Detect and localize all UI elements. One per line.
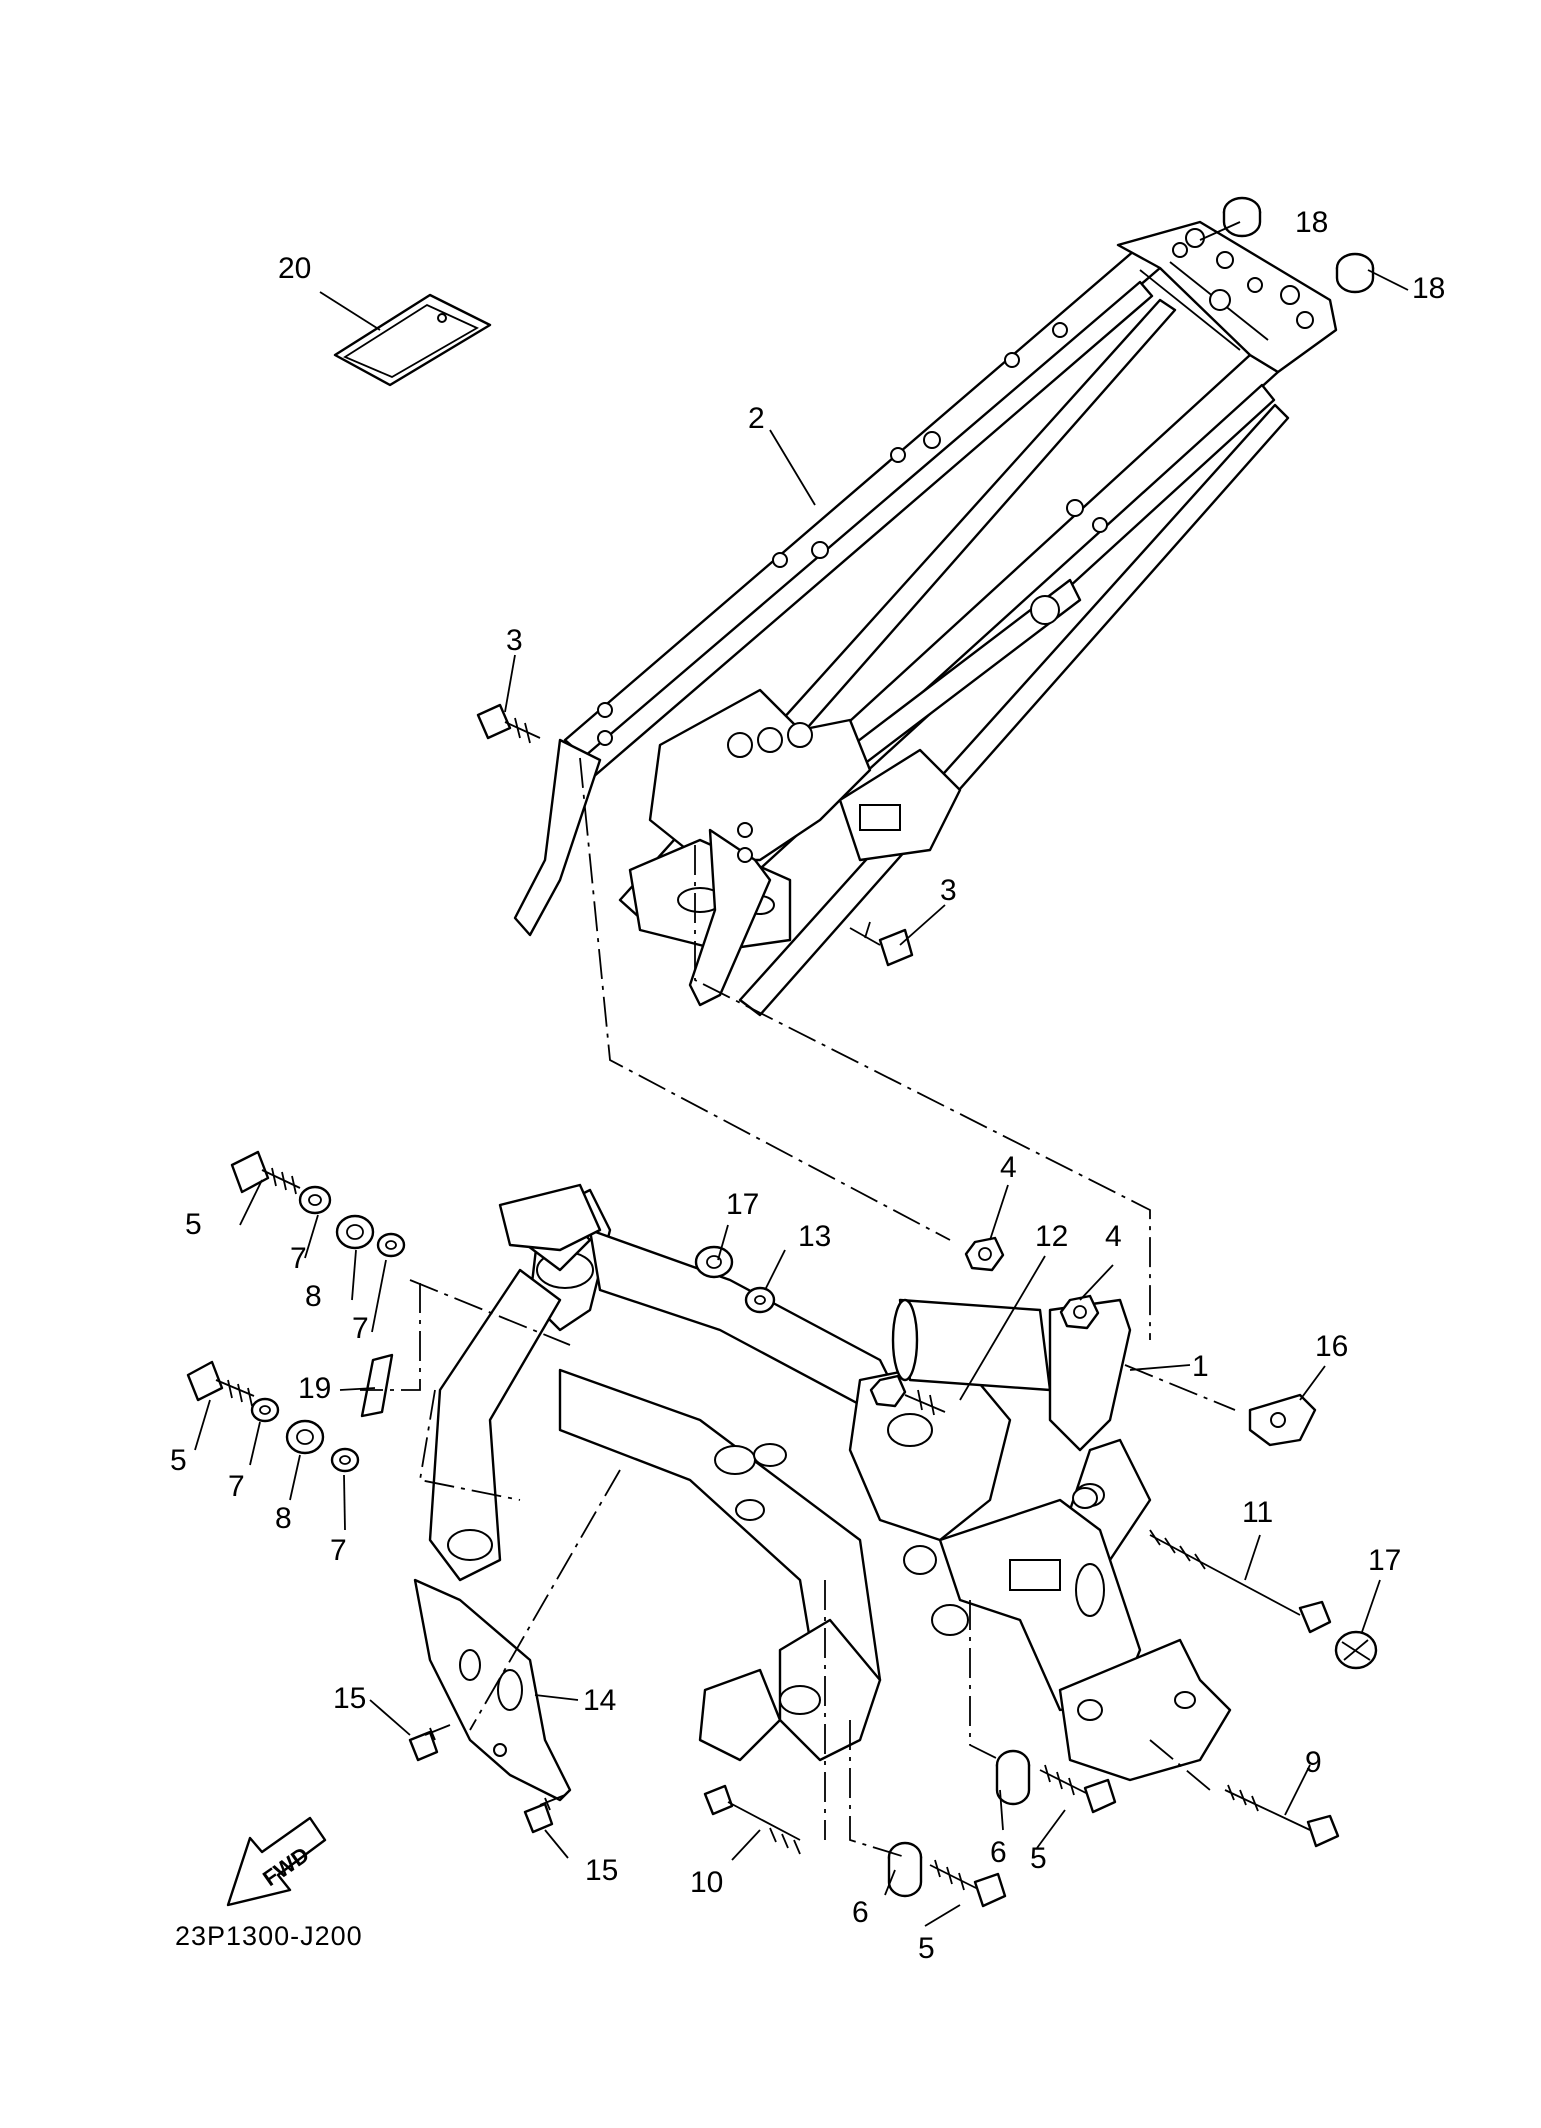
callout-6-lower: 6 [852,1896,869,1929]
bolt-11 [1149,1529,1332,1634]
main-frame [428,1183,1232,1782]
callout-3-lower: 3 [940,874,957,907]
callout-4-a: 4 [1000,1151,1017,1184]
callout-19: 19 [298,1372,331,1405]
bolt-15-lower [523,1794,566,1834]
callout-17-upper: 17 [726,1188,759,1221]
pad-19 [360,1353,394,1418]
bolt-5-lower-right [1039,1764,1117,1814]
callout-5-upper-left: 5 [185,1208,202,1241]
clip-16 [1248,1393,1317,1447]
callout-5-lower-right: 5 [1030,1842,1047,1875]
callout-8-a: 8 [305,1280,322,1313]
callout-17-lower: 17 [1368,1544,1401,1577]
callout-4-b: 4 [1105,1220,1122,1253]
rear-frame-bolt-lower [849,921,914,967]
collar-13 [744,1286,776,1314]
spacer-8-b [285,1419,325,1455]
bolt-5-lower-center [929,1859,1007,1908]
cap-18-upper [1222,196,1262,238]
collar-6-lower [887,1841,923,1898]
callout-9: 9 [1305,1746,1322,1779]
callout-7-a: 7 [290,1242,307,1275]
rear-frame [513,220,1338,1017]
callout-7-d: 7 [330,1534,347,1567]
callout-14: 14 [583,1684,616,1717]
collar-7-a [298,1185,332,1215]
callout-7-c: 7 [228,1470,245,1503]
callouts: 20 2 3 3 18 18 5 7 8 7 19 5 7 8 7 17 13 … [170,206,1445,1965]
callout-7-b: 7 [352,1312,369,1345]
callout-13: 13 [798,1220,831,1253]
callout-18-lower: 18 [1412,272,1445,305]
callout-8-b: 8 [275,1502,292,1535]
fwd-arrow-icon: FWD [226,1816,327,1907]
spacer-8-a [335,1214,375,1250]
callout-11: 11 [1242,1496,1273,1529]
callout-15-lower: 15 [585,1854,618,1887]
callout-2: 2 [748,402,765,435]
callout-10: 10 [690,1866,723,1899]
cap-18-lower [1335,252,1375,294]
bolt-10 [703,1784,801,1855]
damper-17-lower [1334,1630,1378,1670]
collar-6-upper [995,1749,1031,1806]
caution-label [333,293,492,387]
bolt-5-middle-left [186,1360,255,1407]
bolt-5-upper-left [230,1150,301,1195]
nut-12 [869,1374,946,1416]
callout-5-middle-left: 5 [170,1444,187,1477]
bolt-15-upper [408,1724,451,1762]
assembly-lines [360,757,1236,1858]
callout-3-upper: 3 [506,624,523,657]
damper-17-upper [694,1245,734,1279]
callout-6-upper: 6 [990,1836,1007,1869]
callout-15-upper: 15 [333,1682,366,1715]
callout-5-lower-center: 5 [918,1932,935,1965]
nut-4-b [1059,1294,1100,1330]
collar-7-b [376,1232,406,1258]
collar-7-c [250,1397,280,1423]
callout-12: 12 [1035,1220,1068,1253]
bolt-9 [1224,1784,1340,1848]
leader-lines [194,221,1409,1927]
collar-7-d [330,1447,360,1473]
rear-frame-bolt-upper [476,703,541,744]
callout-20: 20 [278,252,311,285]
callout-1: 1 [1192,1350,1209,1383]
nut-4-a [964,1236,1005,1272]
callout-18-upper: 18 [1295,206,1328,239]
diagram-code: 23P1300-J200 [175,1921,363,1951]
callout-16: 16 [1315,1330,1348,1363]
